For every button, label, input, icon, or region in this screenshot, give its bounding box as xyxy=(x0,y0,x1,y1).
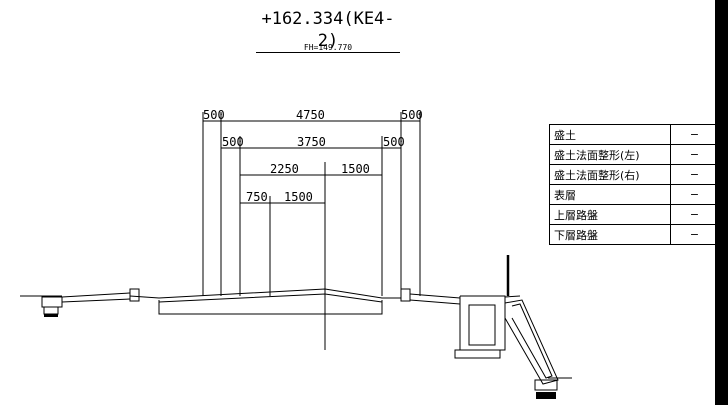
table-cell-name: 盛土 xyxy=(549,124,671,145)
pavement-top xyxy=(129,288,401,299)
formation-height-label: FH=149.770 xyxy=(303,43,353,52)
footing-hatch xyxy=(44,314,58,317)
table-cell-value: − xyxy=(670,124,719,145)
dim-label: 1500 xyxy=(284,190,313,204)
table-row: 表層 − xyxy=(549,184,719,205)
footing-hatch xyxy=(536,392,556,399)
pavement-bottom xyxy=(158,293,383,303)
dim-label: 500 xyxy=(203,108,225,122)
table-cell-name: 盛土法面整形(右) xyxy=(549,164,671,185)
right-abutment-base xyxy=(454,349,501,359)
inclined-wall-footing xyxy=(534,379,558,391)
table-row: 盛土法面整形(右) − xyxy=(549,164,719,185)
right-abutment-inner xyxy=(468,304,496,346)
dim-label: 4750 xyxy=(296,108,325,122)
table-cell-name: 盛土法面整形(左) xyxy=(549,144,671,165)
left-abutment xyxy=(41,296,63,308)
dim-label: 500 xyxy=(222,135,244,149)
right-abutment xyxy=(459,295,506,351)
table-cell-value: − xyxy=(670,144,719,165)
right-side-road xyxy=(409,299,461,305)
table-cell-value: − xyxy=(670,204,719,225)
right-side-road xyxy=(409,293,461,299)
table-cell-name: 下層路盤 xyxy=(549,224,671,245)
road-slab xyxy=(158,300,383,315)
inclined-wall xyxy=(504,299,559,385)
inclined-wall-inner xyxy=(511,303,553,379)
table-row: 下層路盤 − xyxy=(549,224,719,245)
dim-label: 1500 xyxy=(341,162,370,176)
dim-label: 3750 xyxy=(297,135,326,149)
table-cell-value: − xyxy=(670,184,719,205)
station-title: +162.334(KE4-2) xyxy=(256,8,400,53)
left-side-road xyxy=(61,298,131,303)
right-curb xyxy=(400,288,411,302)
left-abutment-base xyxy=(43,306,59,315)
dim-label: 500 xyxy=(383,135,405,149)
dim-label: 500 xyxy=(401,108,423,122)
dim-label: 2250 xyxy=(270,162,299,176)
dim-label: 750 xyxy=(246,190,268,204)
ground-line xyxy=(504,295,521,298)
table-cell-name: 上層路盤 xyxy=(549,204,671,225)
table-cell-name: 表層 xyxy=(549,184,671,205)
table-row: 上層路盤 − xyxy=(549,204,719,225)
left-curb xyxy=(129,288,140,302)
table-row: 盛土 − xyxy=(549,124,719,145)
right-border-bar xyxy=(715,0,728,405)
quantity-table: 盛土 − 盛土法面整形(左) − 盛土法面整形(右) − 表層 − 上層路盤 −… xyxy=(549,124,719,245)
left-side-road xyxy=(61,292,131,298)
table-cell-value: − xyxy=(670,164,719,185)
table-cell-value: − xyxy=(670,224,719,245)
table-row: 盛土法面整形(左) − xyxy=(549,144,719,165)
